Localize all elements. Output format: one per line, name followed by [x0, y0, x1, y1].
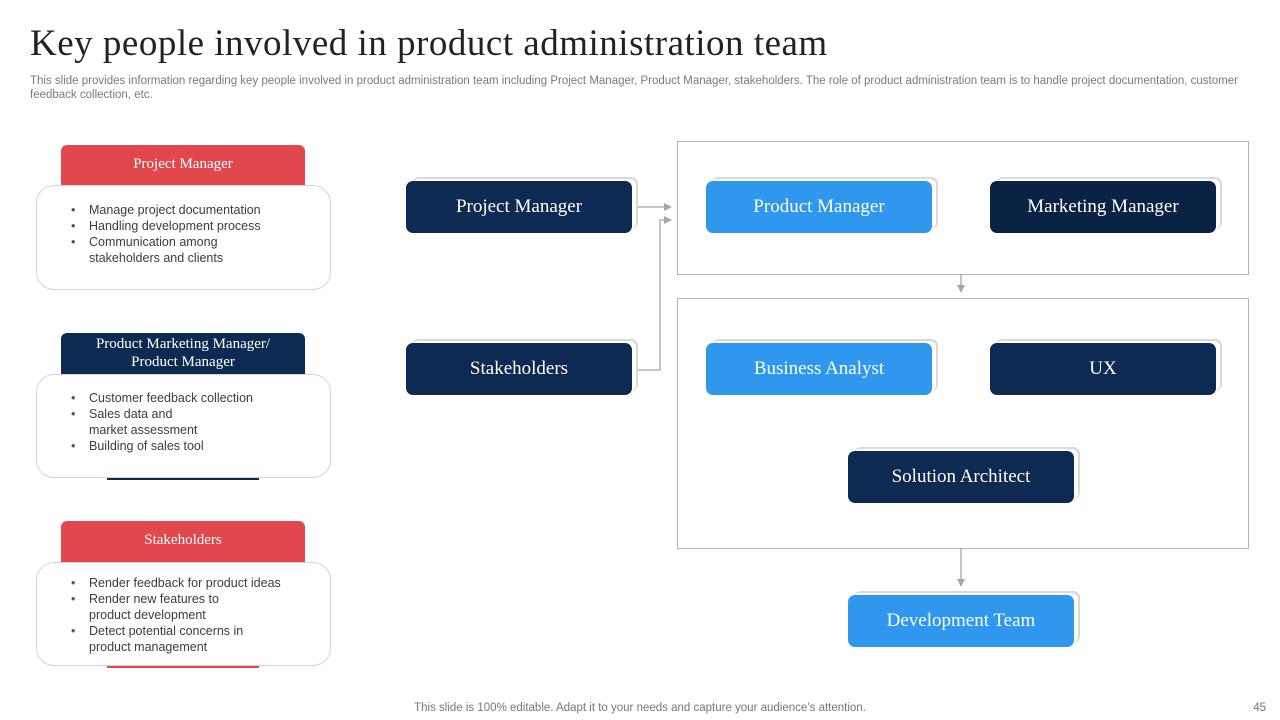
role-point: Customer feedback collection	[71, 390, 310, 406]
role-card-project-manager: Project Manager Manage project documenta…	[36, 145, 331, 293]
role-accent-bar	[107, 665, 259, 668]
role-point: Handling development process	[71, 218, 310, 234]
role-point: Manage project documentation	[71, 202, 310, 218]
slide-title: Key people involved in product administr…	[30, 23, 828, 64]
connector-stakeholders	[638, 216, 672, 371]
role-points: Customer feedback collection Sales data …	[71, 390, 310, 454]
role-point: Render feedback for product ideas	[71, 575, 310, 591]
analysis-group-box	[677, 298, 1249, 549]
role-card-product-marketing-manager: Product Marketing Manager/ Product Manag…	[36, 333, 331, 481]
manager-group-box	[677, 141, 1249, 275]
role-points: Render feedback for product ideas Render…	[71, 575, 310, 655]
node-stakeholders: Stakeholders	[406, 343, 632, 395]
role-point: Render new features to product developme…	[71, 591, 239, 623]
node-ux: UX	[990, 343, 1216, 395]
slide-subtitle: This slide provides information regardin…	[30, 75, 1238, 101]
role-point: Building of sales tool	[71, 438, 310, 454]
role-point: Detect potential concerns in product man…	[71, 623, 264, 655]
page-number: 45	[1253, 702, 1266, 714]
role-body: Render feedback for product ideas Render…	[36, 562, 331, 666]
role-card-stakeholders: Stakeholders Render feedback for product…	[36, 521, 331, 669]
node-product-manager: Product Manager	[706, 181, 932, 233]
node-marketing-manager: Marketing Manager	[990, 181, 1216, 233]
role-point: Sales data and market assessment	[71, 406, 209, 438]
role-body: Manage project documentation Handling de…	[36, 185, 331, 290]
role-accent-bar	[107, 477, 259, 480]
node-business-analyst: Business Analyst	[706, 343, 932, 395]
node-project-manager: Project Manager	[406, 181, 632, 233]
footer-note: This slide is 100% editable. Adapt it to…	[414, 702, 866, 714]
node-development-team: Development Team	[848, 595, 1074, 647]
role-points: Manage project documentation Handling de…	[71, 202, 310, 266]
node-solution-architect: Solution Architect	[848, 451, 1074, 503]
role-point: Communication among stakeholders and cli…	[71, 234, 254, 266]
role-body: Customer feedback collection Sales data …	[36, 374, 331, 478]
